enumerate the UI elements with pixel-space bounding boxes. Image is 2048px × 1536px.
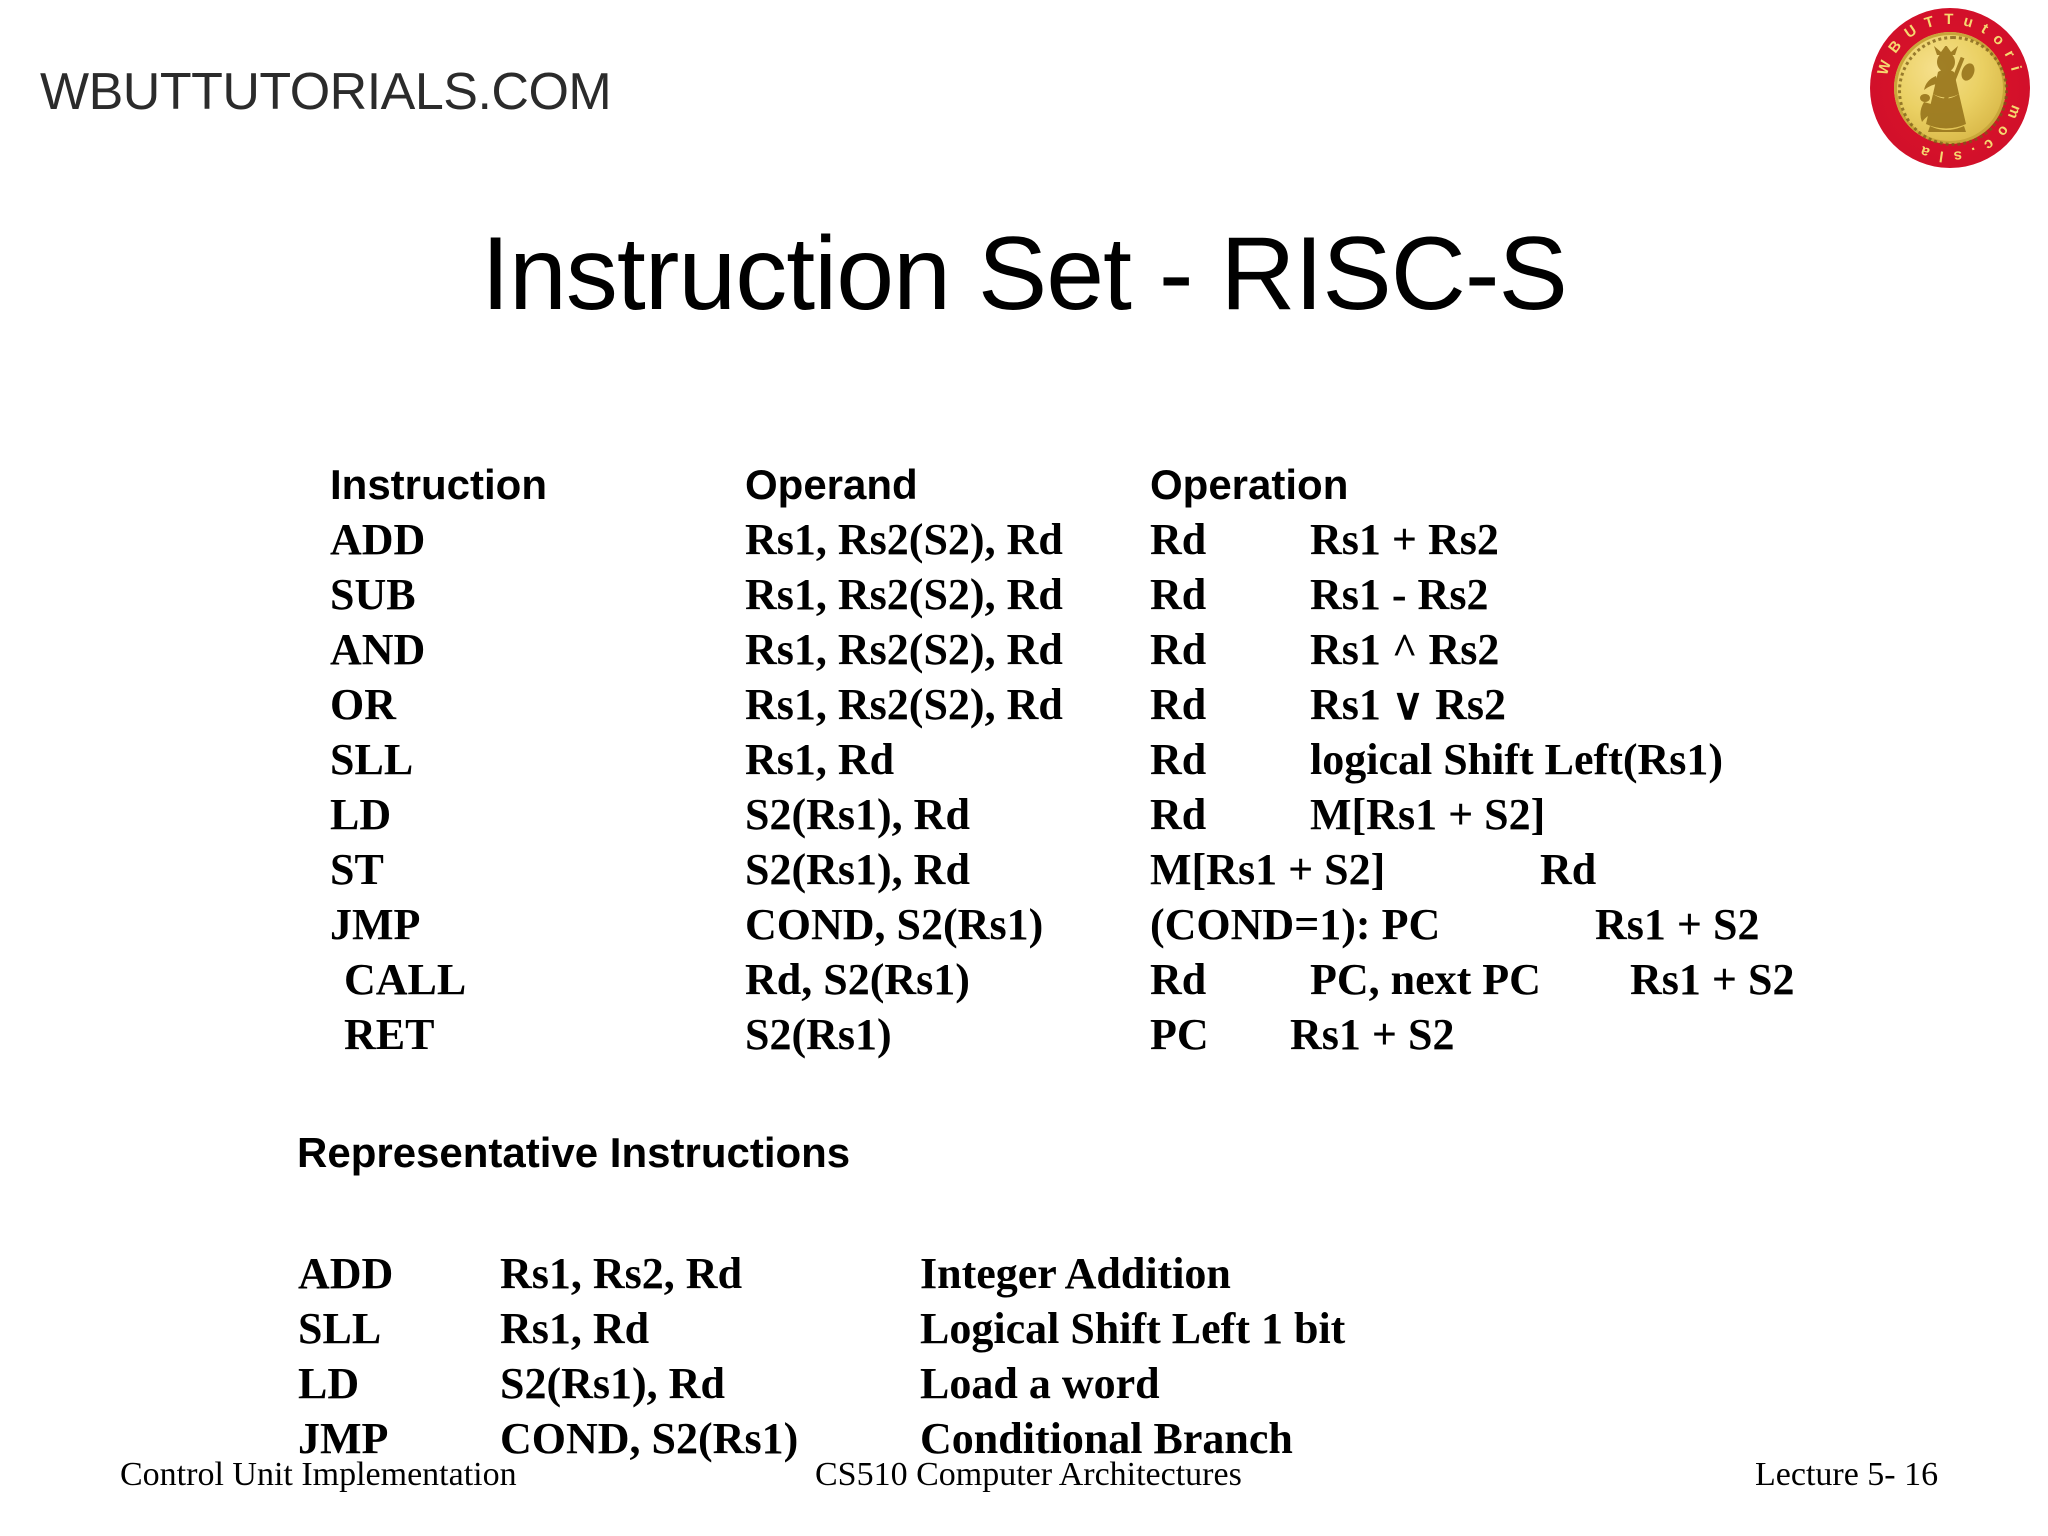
footer-center-text: CS510 Computer Architectures (815, 1456, 1242, 1493)
cell-instruction: AND (330, 625, 426, 674)
cell-instruction: LD (298, 1359, 360, 1408)
column-header-operation: Operation (1150, 461, 1349, 508)
table-row: LD S2(Rs1), Rd Rd M[Rs1 + S2] (0, 793, 2048, 848)
cell-operand: S2(Rs1), Rd (745, 790, 970, 839)
cell-operation-expr: Rs1 + S2 (1595, 900, 1760, 949)
cell-operand: Rs1, Rs2(S2), Rd (745, 515, 1063, 564)
cell-operation-target: Rd (1150, 625, 1207, 674)
cell-instruction: SUB (330, 570, 416, 619)
cell-operation-expr: Rd (1540, 845, 1597, 894)
cell-operation-expr: Rs1 ∨ Rs2 (1310, 680, 1507, 729)
logo-dotted-ring (1898, 36, 2008, 146)
cell-operation-expr: Rs1 - Rs2 (1310, 570, 1489, 619)
table-row: JMP COND, S2(Rs1) (COND=1): PC Rs1 + S2 (0, 903, 2048, 958)
cell-description: Load a word (920, 1359, 1160, 1408)
cell-operand: Rs1, Rd (500, 1304, 650, 1353)
cell-operation-expr: M[Rs1 + S2] (1310, 790, 1546, 839)
cell-operation-expr: PC, next PC (1310, 955, 1541, 1004)
cell-operation-target: Rd (1150, 735, 1207, 784)
cell-operand: Rs1, Rs2, Rd (500, 1249, 743, 1298)
table-row: AND Rs1, Rs2(S2), Rd Rd Rs1 ^ Rs2 (0, 628, 2048, 683)
cell-operation-expr: Rs1 + S2 (1290, 1010, 1455, 1059)
cell-operand: Rs1, Rs2(S2), Rd (745, 680, 1063, 729)
cell-description: Integer Addition (920, 1249, 1231, 1298)
table-row: CALL Rd, S2(Rs1) Rd PC, next PC Rs1 + S2 (0, 958, 2048, 1013)
cell-operand: Rs1, Rd (745, 735, 895, 784)
table-row: LD S2(Rs1), Rd Load a word (0, 1362, 2048, 1417)
cell-instruction: RET (344, 1010, 435, 1059)
table-header-row: Instruction Operand Operation (0, 462, 2048, 518)
table-row: SUB Rs1, Rs2(S2), Rd Rd Rs1 - Rs2 (0, 573, 2048, 628)
cell-operand: S2(Rs1), Rd (745, 845, 970, 894)
cell-operation-target: Rd (1150, 955, 1207, 1004)
footer-slide-number: Lecture 5- 16 (1755, 1456, 1939, 1493)
cell-instruction: ST (330, 845, 384, 894)
representative-instructions-heading: Representative Instructions (297, 1129, 851, 1176)
cell-instruction: JMP (330, 900, 421, 949)
cell-operation-target: Rd (1150, 570, 1207, 619)
site-watermark: WBUTTUTORIALS.COM (40, 63, 612, 121)
cell-operation-target: Rd (1150, 680, 1207, 729)
cell-operation-expr: logical Shift Left(Rs1) (1310, 735, 1724, 784)
cell-operand: Rd, S2(Rs1) (745, 955, 970, 1004)
cell-instruction: JMP (298, 1414, 389, 1463)
cell-operation-target: M[Rs1 + S2] (1150, 845, 1386, 894)
cell-operation-target: PC (1150, 1010, 1209, 1059)
cell-operand: S2(Rs1), Rd (500, 1359, 725, 1408)
cell-operand: Rs1, Rs2(S2), Rd (745, 570, 1063, 619)
table-row: ADD Rs1, Rs2, Rd Integer Addition (0, 1252, 2048, 1307)
table-row: JMP COND, S2(Rs1) Conditional Branch (0, 1417, 2048, 1472)
table-row: SLL Rs1, Rd Logical Shift Left 1 bit (0, 1307, 2048, 1362)
cell-operation-target: Rd (1150, 515, 1207, 564)
cell-instruction: OR (330, 680, 396, 729)
column-header-instruction: Instruction (330, 461, 547, 508)
cell-operation-expr: Rs1 + Rs2 (1310, 515, 1499, 564)
cell-operand: COND, S2(Rs1) (745, 900, 1044, 949)
column-header-operand: Operand (745, 461, 918, 508)
page-title: Instruction Set - RISC-S (481, 216, 1568, 332)
cell-description: Logical Shift Left 1 bit (920, 1304, 1346, 1353)
cell-instruction: LD (330, 790, 392, 839)
slide-footer: Control Unit Implementation CS510 Comput… (0, 1458, 2048, 1518)
cell-instruction: SLL (298, 1304, 382, 1353)
cell-instruction: CALL (344, 955, 467, 1004)
cell-instruction: ADD (298, 1249, 394, 1298)
table-row: OR Rs1, Rs2(S2), Rd Rd Rs1 ∨ Rs2 (0, 683, 2048, 738)
cell-operation-target: Rd (1150, 790, 1207, 839)
table-row: SLL Rs1, Rd Rd logical Shift Left(Rs1) (0, 738, 2048, 793)
cell-instruction: SLL (330, 735, 414, 784)
cell-operand: COND, S2(Rs1) (500, 1414, 799, 1463)
cell-operand: Rs1, Rs2(S2), Rd (745, 625, 1063, 674)
wbut-tutorials-logo: W B U T T u t o r i m o c . s l a (1870, 8, 2030, 168)
cell-operand: S2(Rs1) (745, 1010, 892, 1059)
table-row: ADD Rs1, Rs2(S2), Rd Rd Rs1 + Rs2 (0, 518, 2048, 573)
cell-instruction: ADD (330, 515, 426, 564)
cell-operation-target: (COND=1): PC (1150, 900, 1441, 949)
table-row: ST S2(Rs1), Rd M[Rs1 + S2] Rd (0, 848, 2048, 903)
cell-operation-expr-2: Rs1 + S2 (1630, 955, 1795, 1004)
cell-operation-expr: Rs1 ^ Rs2 (1310, 625, 1500, 674)
cell-description: Conditional Branch (920, 1414, 1293, 1463)
instruction-set-table: Instruction Operand Operation ADD Rs1, R… (0, 462, 2048, 1068)
footer-left-text: Control Unit Implementation (120, 1456, 517, 1493)
table-row: RET S2(Rs1) PC Rs1 + S2 (0, 1013, 2048, 1068)
logo-deity-figure-icon (1920, 46, 1975, 132)
representative-instructions-table: ADD Rs1, Rs2, Rd Integer Addition SLL Rs… (0, 1252, 2048, 1472)
